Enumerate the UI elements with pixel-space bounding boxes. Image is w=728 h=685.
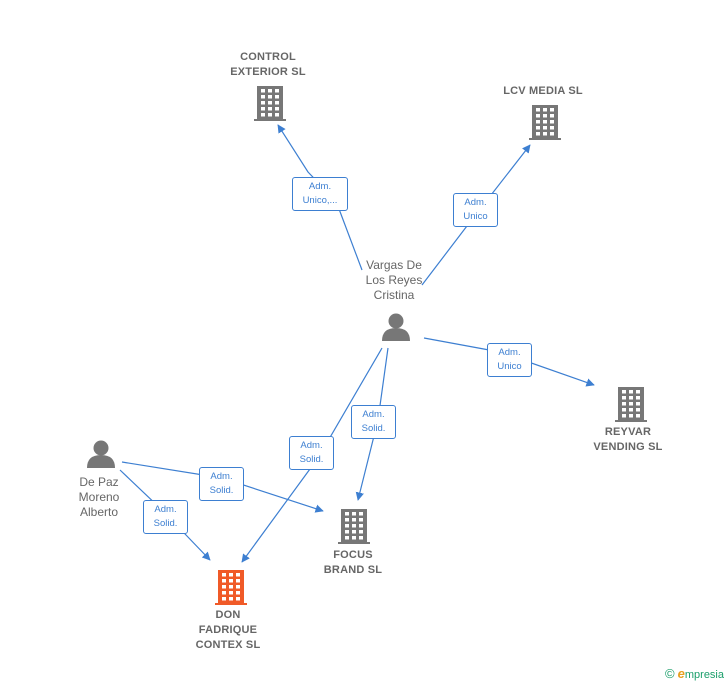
- building-icon-lcv-media[interactable]: [529, 105, 561, 140]
- brand-logo-e: e: [677, 666, 685, 681]
- edge-vargas-control-tail: [335, 200, 363, 271]
- building-icon-don-fadrique[interactable]: [215, 570, 247, 605]
- node-label-don-fadrique[interactable]: DON FADRIQUE CONTEX SL: [195, 609, 261, 651]
- edge-label-vargas-focus[interactable]: Adm. Solid.: [351, 405, 396, 439]
- copyright-symbol: ©: [665, 666, 675, 681]
- building-icon-reyvar-vending[interactable]: [615, 387, 647, 422]
- edge-label-depaz-don[interactable]: Adm. Solid.: [143, 500, 188, 534]
- edge-label-vargas-don[interactable]: Adm. Solid.: [289, 436, 334, 470]
- edge-label-vargas-control[interactable]: Adm. Unico,...: [292, 177, 348, 211]
- node-label-vargas[interactable]: Vargas De Los Reyes Cristina: [365, 258, 423, 302]
- edge-label-vargas-reyvar[interactable]: Adm. Unico: [487, 343, 532, 377]
- icons-group: [87, 86, 647, 605]
- edge-label-vargas-lcv[interactable]: Adm. Unico: [453, 193, 498, 227]
- person-icon-vargas[interactable]: [382, 313, 410, 342]
- node-label-lcv-media[interactable]: LCV MEDIA SL: [503, 85, 583, 97]
- node-label-focus-brand[interactable]: FOCUS BRAND SL: [323, 549, 383, 576]
- footer-brand: ©empresia: [665, 666, 724, 681]
- building-icon-focus-brand[interactable]: [338, 509, 370, 544]
- edge-label-depaz-focus[interactable]: Adm. Solid.: [199, 467, 244, 501]
- building-icon-control-exterior[interactable]: [254, 86, 286, 121]
- node-label-reyvar-vending[interactable]: REYVAR VENDING SL: [593, 426, 663, 453]
- node-label-control-exterior[interactable]: CONTROL EXTERIOR SL: [230, 51, 306, 78]
- brand-name: mpresia: [684, 669, 724, 681]
- node-label-depaz[interactable]: De Paz Moreno Alberto: [78, 475, 120, 519]
- person-icon-depaz[interactable]: [87, 440, 115, 469]
